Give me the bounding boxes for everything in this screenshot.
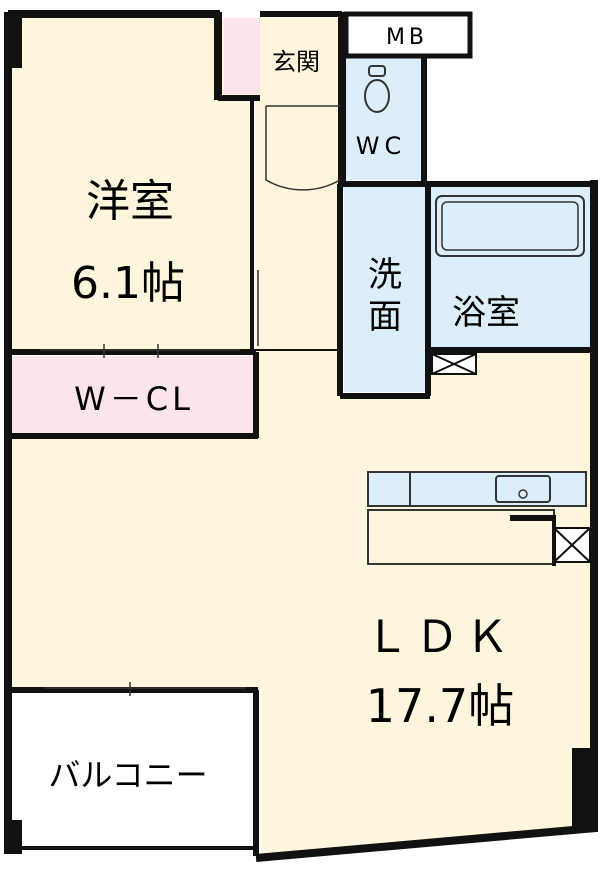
storage-box-kitchen bbox=[553, 527, 591, 563]
washroom-label-2: 面 bbox=[368, 297, 402, 337]
meter-box-label: MB bbox=[386, 25, 428, 50]
western-room-size: 6.1帖 bbox=[71, 258, 185, 309]
meter-box-area bbox=[346, 18, 468, 56]
sliding-door-western bbox=[40, 344, 240, 358]
corridor-area bbox=[255, 98, 341, 352]
entrance-label: 玄関 bbox=[272, 48, 320, 76]
ldk-label: ＬＤＫ bbox=[365, 612, 515, 663]
column-bottom-right bbox=[572, 748, 598, 832]
washroom-area bbox=[344, 186, 428, 392]
column-top-left bbox=[4, 12, 22, 68]
toilet-area bbox=[344, 58, 422, 180]
bathtub bbox=[435, 195, 585, 257]
western-room-area bbox=[10, 18, 252, 350]
balcony-label: バルコニー bbox=[48, 756, 207, 794]
balcony-window bbox=[44, 682, 246, 696]
western-room-label: 洋室 bbox=[86, 176, 174, 227]
closet-label: W－CL bbox=[74, 380, 194, 418]
kitchen-counter bbox=[367, 471, 587, 507]
column-bottom-left bbox=[4, 820, 22, 854]
washroom-label-1: 洗 bbox=[368, 255, 402, 295]
bathroom-label: 浴室 bbox=[452, 293, 520, 333]
toilet-label: WC bbox=[356, 132, 407, 160]
bathtub-inner bbox=[441, 201, 579, 251]
walls bbox=[4, 10, 598, 862]
closet-area bbox=[10, 356, 254, 434]
toilet-tank bbox=[368, 65, 386, 77]
storage-box-upper bbox=[431, 353, 477, 375]
balcony-area bbox=[10, 692, 254, 846]
entrance-door-swing bbox=[265, 106, 341, 191]
kitchen-sink bbox=[495, 475, 551, 503]
ldk-size: 17.7帖 bbox=[366, 679, 514, 733]
genkan-tile bbox=[224, 18, 260, 94]
sink-drain bbox=[518, 489, 528, 499]
toilet-bowl bbox=[364, 79, 390, 113]
